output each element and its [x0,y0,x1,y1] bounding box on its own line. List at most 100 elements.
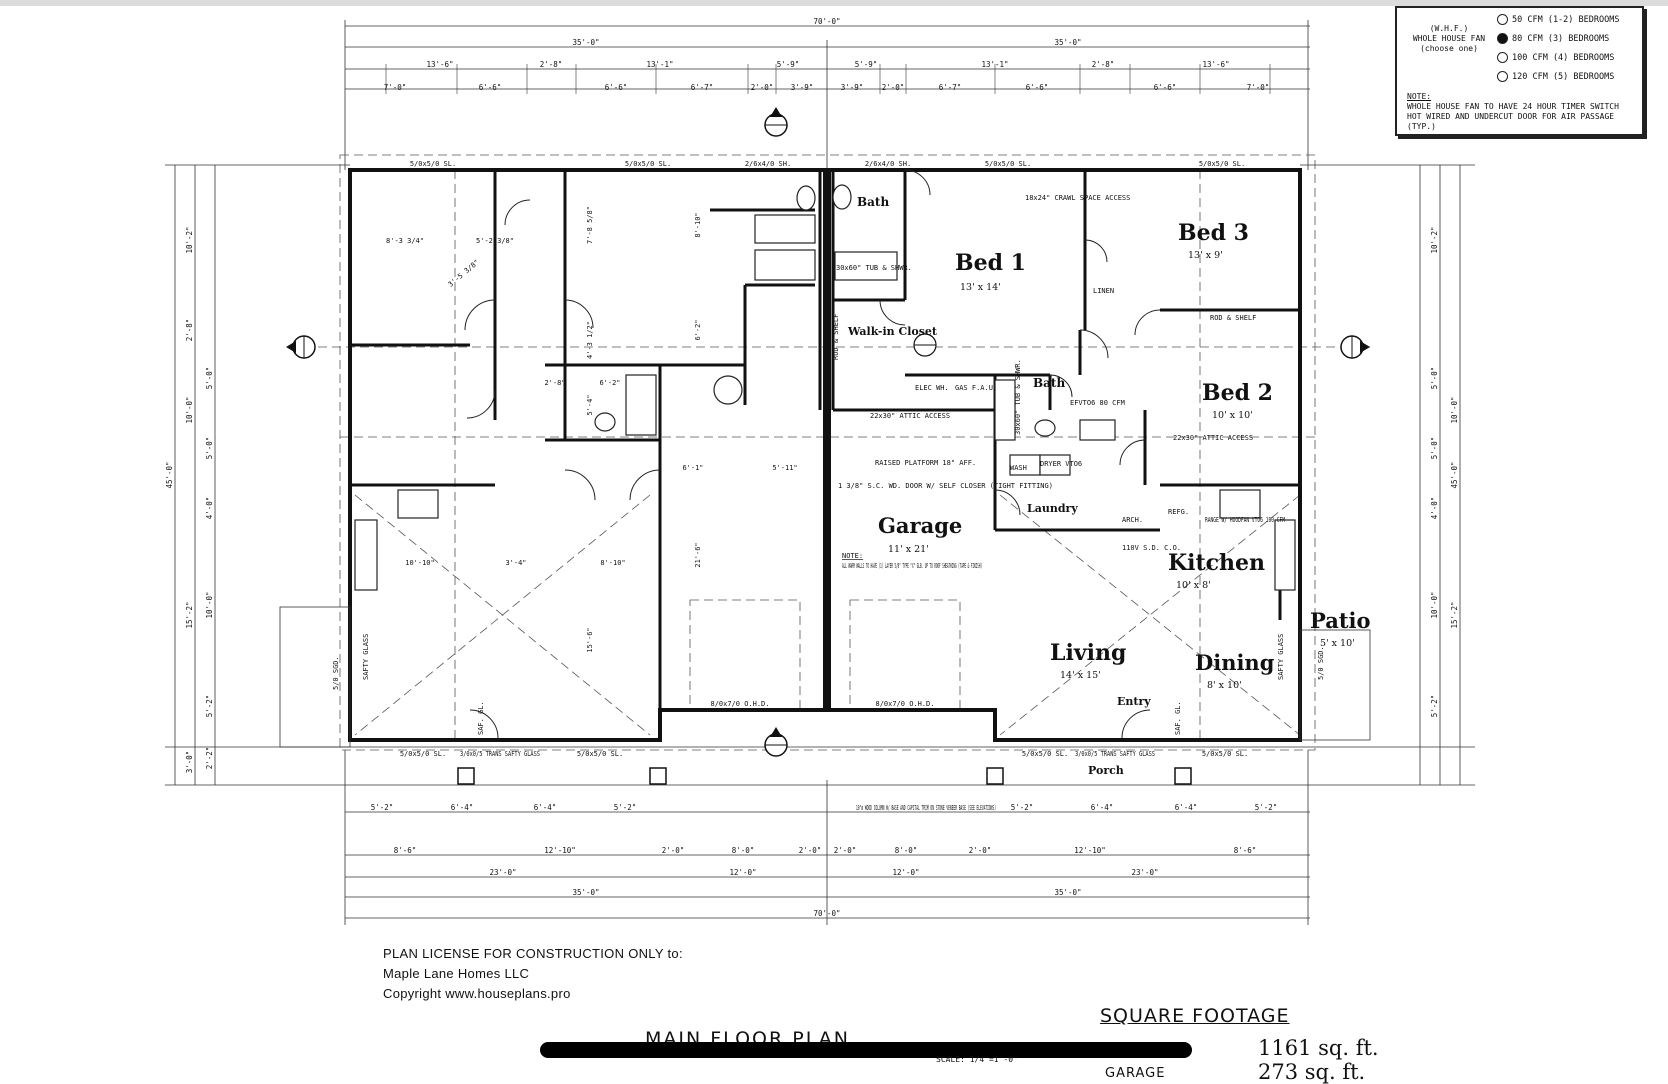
tub-right-unit [754,249,816,281]
room-patio: Patio [1310,608,1371,633]
dim-label: 15'-6" [586,627,594,652]
window-label: 5/0x5/0 SL. [1199,160,1245,168]
bottom-dimension-lines [344,750,1310,925]
dim-label: 6'-6" [1154,83,1177,92]
dim-label: 10'-0" [1450,396,1459,423]
dim-label: 8'-0" [732,846,755,855]
note-crawl-access: 18x24" CRAWL SPACE ACCESS [1025,194,1130,202]
dim-label: 8'-3 3/4" [386,237,424,245]
left-unit-dims: 8'-3 3/4" 5'-2 3/8" 3'-5 3/8" 7'-8 5/8" … [386,206,798,653]
dim-side-overall: 45'-0" [165,461,174,488]
dim-label: 35'-0" [1054,888,1081,897]
window-label: 5/0x5/0 SL. [625,160,671,168]
dim-label: 5'-0" [205,367,214,390]
note-garage: ALL WARM WALLS TO HAVE (1) LAYER 5/8" TY… [842,562,982,570]
whf-option-50[interactable]: 50 CFM (1-2) BEDROOMS [1497,14,1619,25]
dim-label: 12'-10" [544,846,576,855]
credits-line-2: Maple Lane Homes LLC [383,966,530,981]
room-labels: Bed 1 Bed 3 Bed 2 Bath Bath Walk-in Clos… [847,195,1371,777]
radio-unselected-icon[interactable] [1497,71,1508,82]
dim-label: 10'-0" [185,396,194,423]
scroll-handle-bar[interactable] [540,1042,1192,1058]
top-edge-strip [0,0,1668,6]
room-size: 13' x 14' [960,282,1001,293]
room-bath-2: Bath [1033,376,1065,390]
room-garage: Garage [878,513,962,538]
note-sgd: 5/0 SGD. [1317,646,1325,680]
radio-selected-icon[interactable] [1497,33,1508,44]
water-heater-left [713,375,743,405]
patio-outlines [279,606,1371,748]
dim-label: 4'-3 1/2" [586,321,594,359]
square-footage-heading: SQUARE FOOTAGE [1100,1005,1290,1027]
radio-unselected-icon[interactable] [1497,14,1508,25]
note-safety-glass: SAFTY GLASS [1277,634,1285,680]
dim-label: 2'-8" [185,319,194,342]
note-door: 1 3/8" S.C. WD. DOOR W/ SELF CLOSER (TIG… [838,482,1053,490]
dim-label: 35'-0" [572,888,599,897]
dim-label: 21'-6" [694,542,702,567]
room-size: 14' x 15' [1060,670,1101,681]
dim-label: 13'-6" [1202,60,1229,69]
dim-label: 6'-7" [691,83,714,92]
dim-label: 2'-2" [205,747,214,770]
dim-label: 70'-0" [813,909,840,918]
dim-label: 5'-2" [614,803,637,812]
dim-top-half-left: 35'-0" [572,38,599,47]
toilet-bath2 [1034,419,1056,437]
dim-label: 13'-1" [646,60,673,69]
dim-label: 3'-9" [841,83,864,92]
dim-label: 3'-4" [505,559,526,567]
whf-option-120[interactable]: 120 CFM (5) BEDROOMS [1497,71,1614,82]
room-size: 5' x 10' [1320,638,1355,649]
range [1219,489,1261,519]
window-label: 3/0x0/5 TRANS SAFTY GLASS [1075,750,1155,758]
dim-label: 13'-6" [426,60,453,69]
dim-label: 12'-0" [729,868,756,877]
note-exhaust-fan: EFVTO6 80 CFM [1070,399,1125,407]
toilet-bath1 [832,184,852,210]
dim-side-overall-right: 45'-0" [1450,461,1459,488]
room-size: 13' x 9' [1188,250,1223,261]
note-wash: WASH [1010,464,1027,472]
dim-label: 5'-9" [777,60,800,69]
room-entry: Entry [1117,695,1151,708]
dim-label: 15'-2" [1450,601,1459,628]
garage-square-footage: 273 sq. ft. [1258,1060,1366,1084]
room-bath-1: Bath [857,195,889,209]
dim-label: 6'-4" [451,803,474,812]
dim-label: 8'-0" [895,846,918,855]
note-range: RANGE W/ HOODFAN VTO6 100 CFM [1205,516,1285,524]
whole-house-fan-legend: (W.H.F.) WHOLE HOUSE FAN (choose one) 50… [1395,6,1644,136]
dim-label: 23'-0" [1131,868,1158,877]
whf-option-100[interactable]: 100 CFM (4) BEDROOMS [1497,52,1614,63]
note-attic-2: 22x30" ATTIC ACCESS [1173,434,1253,442]
dim-label: 2'-0" [799,846,822,855]
tub-left-bath2 [625,374,657,436]
whf-option-80[interactable]: 80 CFM (3) BEDROOMS [1497,33,1609,44]
plan-license-credits: PLAN LICENSE FOR CONSTRUCTION ONLY to: M… [383,944,683,1004]
dim-label: 23'-0" [489,868,516,877]
dim-label: 8'-6" [394,846,417,855]
legend-note-heading: NOTE: [1407,92,1432,101]
dim-label: 5'-0" [1430,367,1439,390]
dim-label: 6'-7" [939,83,962,92]
dim-label: 5'-2" [1011,803,1034,812]
door-swings [464,169,1161,739]
dim-label: 15'-2" [185,601,194,628]
room-bed-2: Bed 2 [1202,380,1273,406]
dim-top-overall: 70'-0" [813,17,840,26]
dim-label: 6'-6" [605,83,628,92]
dim-label: 6'-4" [1091,803,1114,812]
credits-line-3: Copyright www.houseplans.pro [383,986,571,1001]
window-label: 5/0x5/0 SL. [1022,750,1068,758]
dim-label: 4'-0" [1430,497,1439,520]
window-label: 5/0x5/0 SL. [1202,750,1248,758]
dim-label: 12'-10" [1074,846,1106,855]
counter-left [354,519,378,591]
garage-door-label: 8/0x7/0 O.H.D. [710,700,769,708]
radio-unselected-icon[interactable] [1497,52,1508,63]
whf-option-label: 80 CFM (3) BEDROOMS [1512,33,1610,44]
dim-label: 4'-0" [205,497,214,520]
